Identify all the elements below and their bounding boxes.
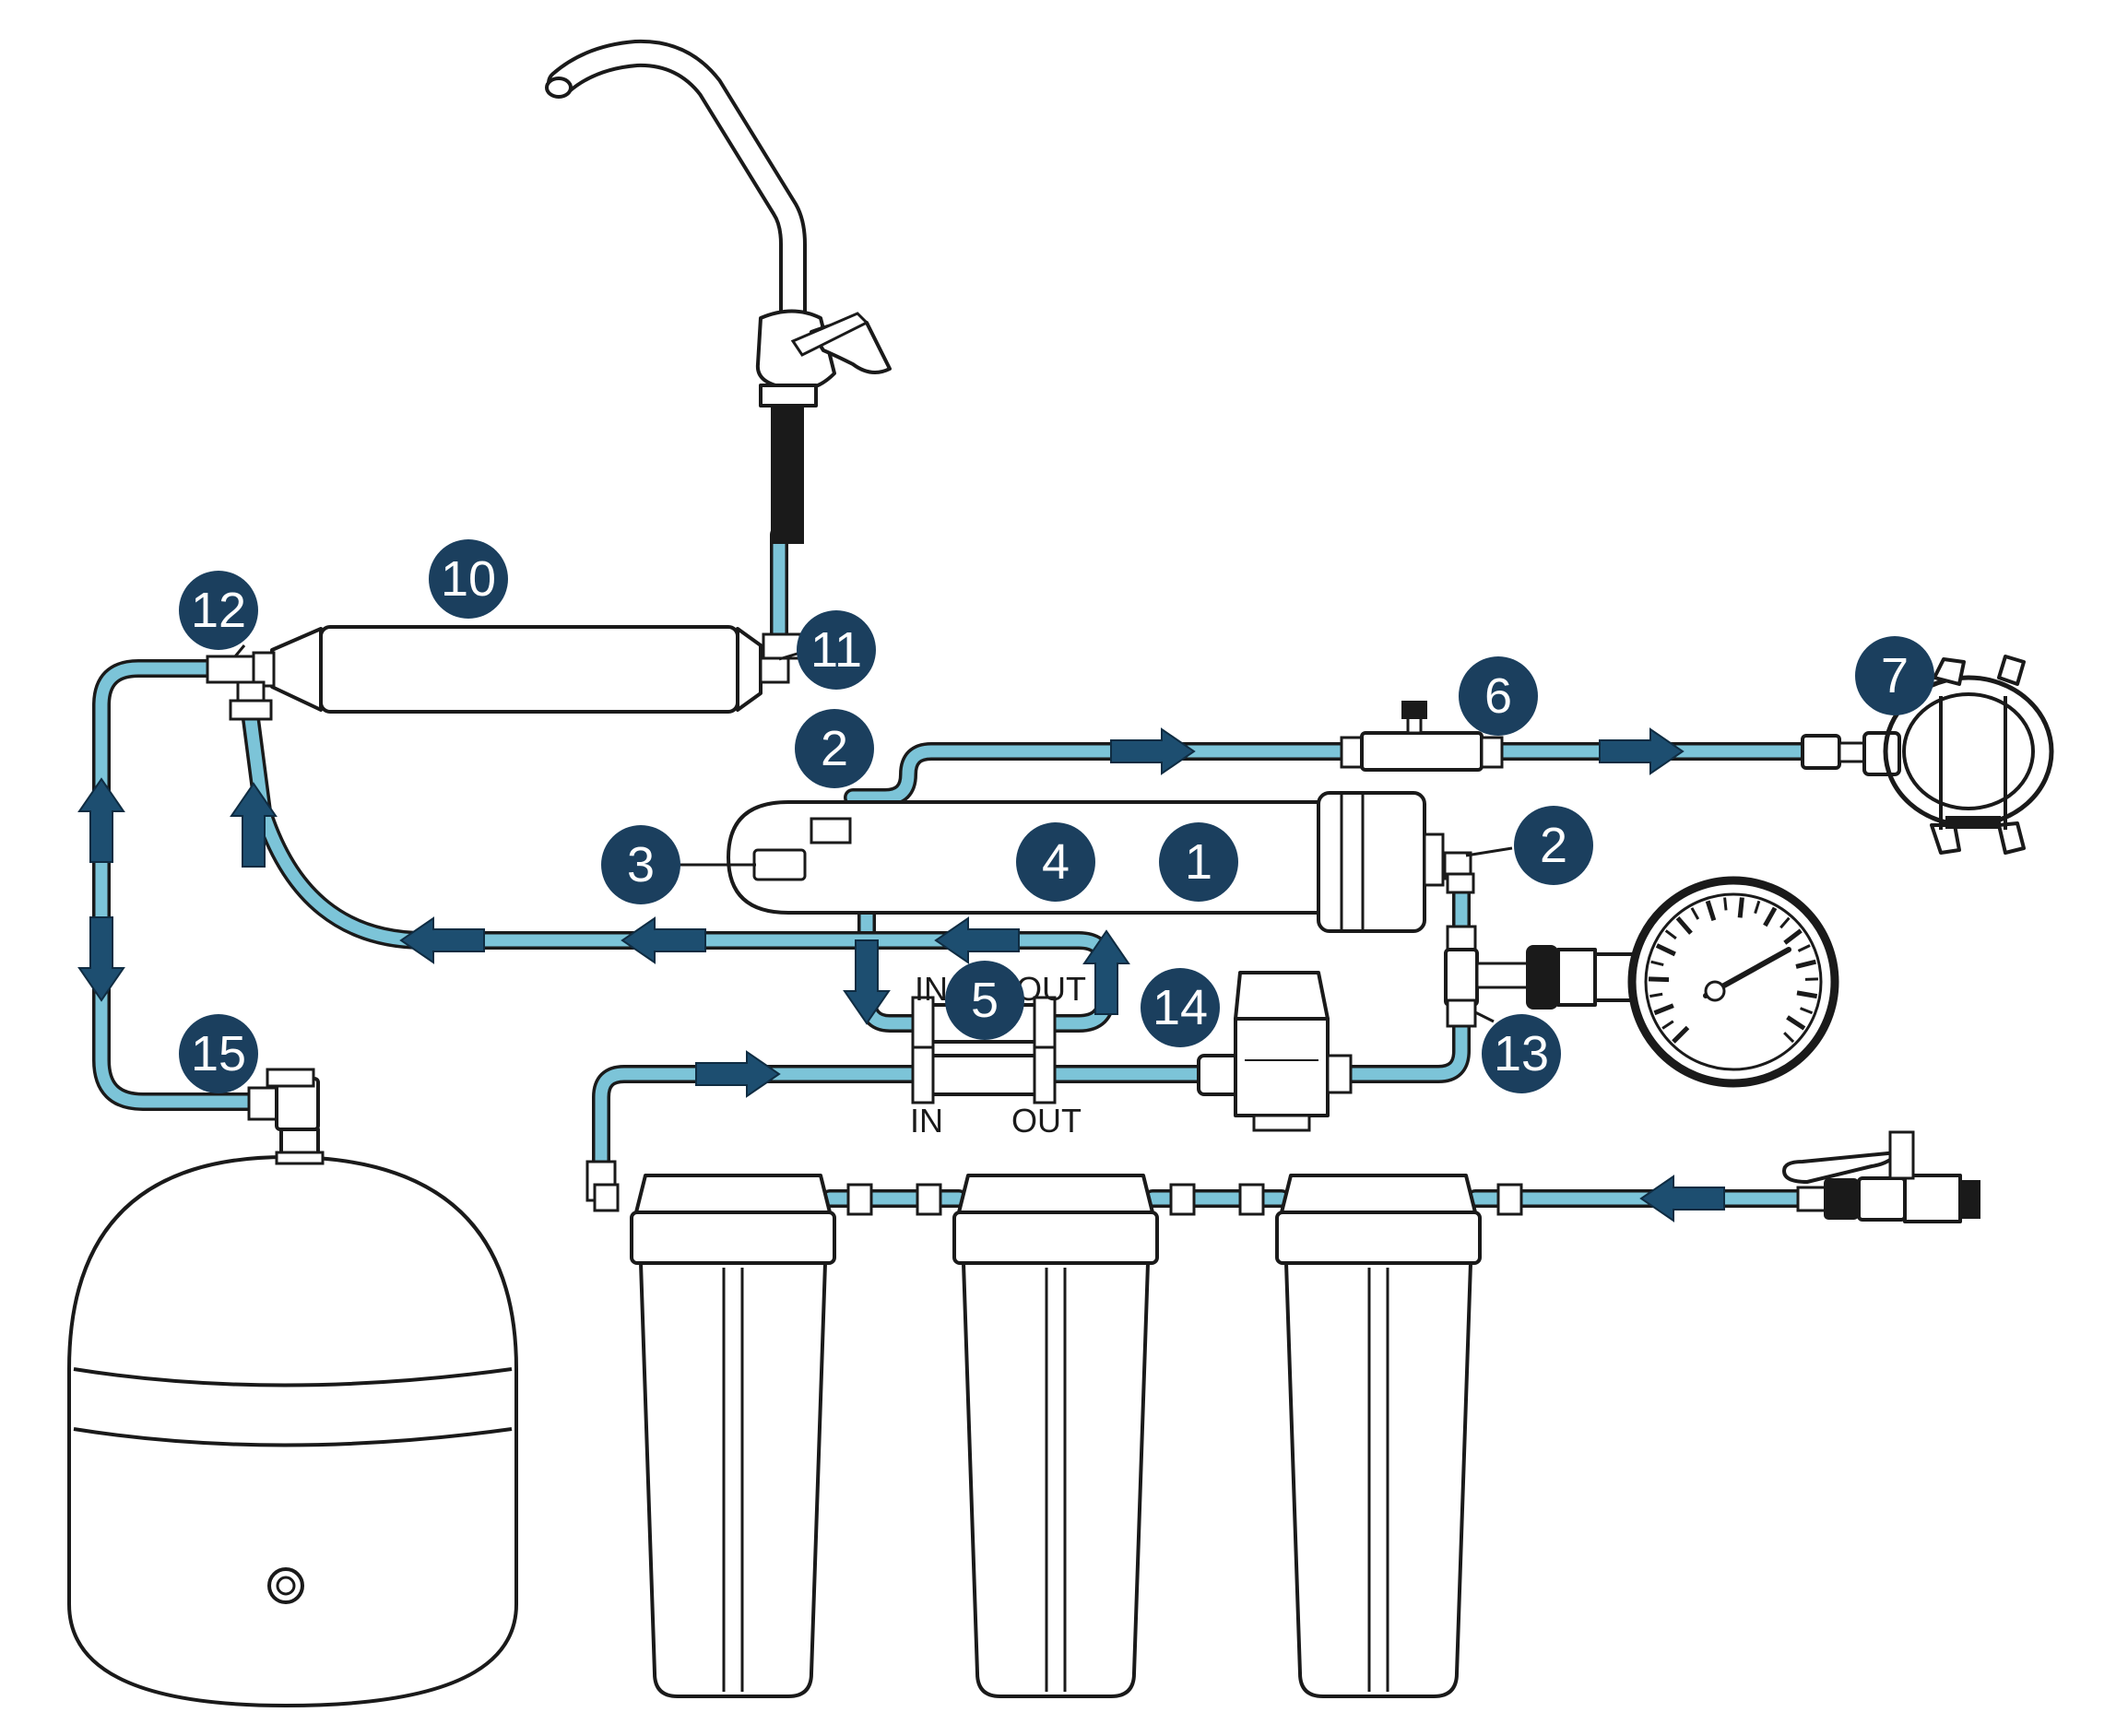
callout-15: 15 [179, 1014, 258, 1093]
callouts: 1 2 2 3 4 5 6 7 10 11 12 13 14 15 [179, 539, 1934, 1093]
callout-14-label: 14 [1153, 980, 1208, 1035]
gauge-tick [1648, 976, 1670, 983]
callout-4-label: 4 [1042, 834, 1070, 890]
gauge-tick [1783, 928, 1803, 945]
upper-out-label: OUT [1016, 970, 1086, 1008]
callout-1: 1 [1159, 822, 1238, 902]
flow-arrow-icon [1110, 727, 1196, 775]
tank-valve-icon [247, 1068, 325, 1165]
lower-in-label: IN [910, 1102, 943, 1140]
flow-arrow-icon [621, 916, 706, 964]
lower-out-label: OUT [1011, 1102, 1082, 1140]
flow-arrows [77, 727, 1725, 1222]
gauge-tick [1754, 900, 1761, 915]
flow-arrow-icon [399, 916, 485, 964]
callout-12-label: 12 [191, 583, 246, 638]
flow-arrow-icon [934, 916, 1020, 964]
flow-arrow-icon [230, 782, 278, 868]
gauge-tick [1650, 960, 1664, 966]
flow-arrow-icon [843, 939, 891, 1025]
filter-housing-icon [630, 1174, 836, 1698]
leader-lines [233, 644, 1513, 1023]
callout-10-label: 10 [441, 551, 496, 607]
gauge-tick [1672, 1025, 1690, 1044]
membrane-housing-icon [727, 791, 1475, 933]
callout-3: 3 [601, 825, 680, 904]
callout-13-label: 13 [1494, 1026, 1549, 1081]
callout-2-brine-label: 2 [821, 721, 848, 776]
tee-fitting-icon [206, 655, 255, 684]
callout-5-label: 5 [971, 973, 999, 1028]
gauge-tick [1779, 916, 1791, 929]
inline-post-filter-icon [206, 625, 802, 721]
tank-line-pipe [92, 659, 277, 1111]
callout-2-brine: 2 [795, 709, 874, 788]
gauge-tick [1797, 944, 1811, 952]
pressure-gauge-icon [1526, 876, 1839, 1088]
callout-7: 7 [1855, 636, 1934, 715]
drain-saddle-icon [1801, 655, 2054, 855]
callout-10: 10 [429, 539, 508, 619]
gauge-tick [1796, 990, 1818, 999]
gauge-tick [1763, 906, 1778, 927]
flow-restrictor-icon [1340, 701, 1504, 772]
flow-arrow-icon [1082, 929, 1130, 1015]
gauge-tick [1783, 1032, 1795, 1044]
feed-valve-icon [1782, 1130, 1980, 1223]
upper-in-label: IN [915, 970, 948, 1008]
port-labels: IN OUT IN OUT [910, 970, 1086, 1140]
callout-11-label: 11 [810, 622, 862, 678]
gauge-tick [1661, 1020, 1674, 1030]
faucet-icon [545, 39, 892, 544]
callout-6-label: 6 [1484, 668, 1512, 724]
flow-arrow-icon [695, 1050, 781, 1098]
callout-2-feed: 2 [1514, 806, 1593, 885]
callout-4: 4 [1016, 822, 1095, 902]
gauge-tick [1649, 992, 1663, 998]
gauge-tee-icon [1444, 925, 1530, 1028]
callout-2-feed-label: 2 [1540, 818, 1567, 873]
callout-7-label: 7 [1881, 648, 1909, 703]
gauge-tick [1675, 916, 1693, 935]
pump-icon [1197, 971, 1353, 1132]
gauge-tick [1653, 1003, 1674, 1016]
callout-13: 13 [1482, 1014, 1561, 1093]
flow-arrow-icon [77, 777, 125, 863]
callout-15-label: 15 [191, 1026, 246, 1081]
gauge-tick [1705, 900, 1717, 922]
filter-housing-icon [952, 1174, 1159, 1698]
flow-arrow-icon [77, 916, 125, 1002]
filter-housing-icon [1275, 1174, 1482, 1698]
callout-14: 14 [1141, 968, 1220, 1047]
flow-arrow-icon [1639, 1175, 1725, 1222]
callout-5: 5 [945, 961, 1024, 1040]
prefilter-to-pump-pipe [592, 1005, 1471, 1194]
callout-11: 11 [797, 610, 876, 690]
flow-module-lower-icon [911, 1045, 1057, 1104]
filter-fittings [585, 1160, 1523, 1216]
callout-1-label: 1 [1185, 834, 1212, 890]
callout-3-label: 3 [627, 837, 655, 892]
gauge-tick [1690, 907, 1700, 920]
gauge-tick [1737, 897, 1744, 918]
callout-6: 6 [1459, 656, 1538, 736]
gauge-tick [1664, 929, 1677, 940]
storage-tank-icon [67, 1155, 518, 1707]
gauge-tick [1795, 959, 1816, 969]
gauge-tick [1723, 897, 1728, 911]
prefilter-housings [630, 1174, 1482, 1698]
gauge-tick [1786, 1015, 1806, 1031]
gauge-tick [1800, 1007, 1814, 1015]
callout-12: 12 [179, 571, 258, 650]
flow-arrow-icon [1599, 727, 1685, 775]
gauge-tick [1655, 943, 1676, 957]
